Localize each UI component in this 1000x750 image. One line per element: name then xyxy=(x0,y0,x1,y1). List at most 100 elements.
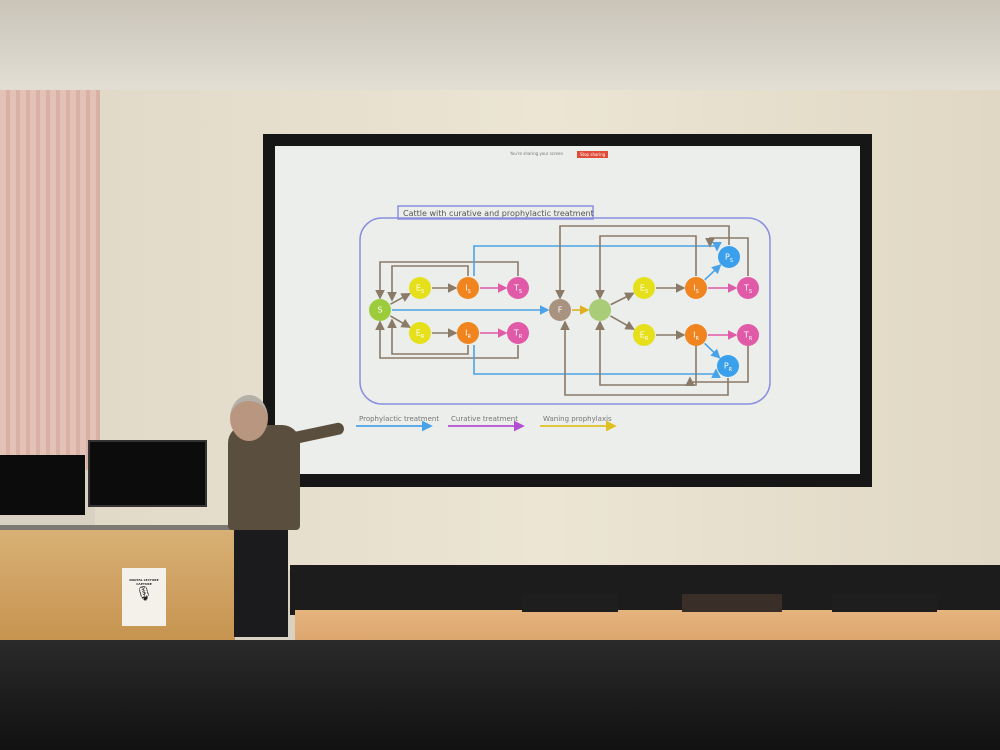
node-circle xyxy=(369,299,391,321)
legend: Prophylactic treatment Curative treatment… xyxy=(356,415,617,432)
node-label: TR xyxy=(743,331,753,342)
compartment-node: TR xyxy=(507,322,529,344)
node-circle xyxy=(409,277,431,299)
node-circle xyxy=(633,277,655,299)
node-label: ER xyxy=(640,331,649,342)
diagram-arrow xyxy=(610,315,635,330)
share-notice: You're sharing your screen xyxy=(510,151,564,156)
diagram-flow-path xyxy=(555,225,730,300)
node-circle xyxy=(718,246,740,268)
curtain xyxy=(0,90,100,470)
legend-label: Waning prophylaxis xyxy=(543,415,612,423)
diagram-flow-path xyxy=(595,320,697,386)
compartment-node: F xyxy=(549,299,571,321)
title-box xyxy=(397,205,594,220)
compartment-node: ER xyxy=(633,324,655,346)
diagram-flow-path xyxy=(595,235,697,300)
diagram-flow-path xyxy=(685,346,749,386)
node-label: PS xyxy=(725,253,733,264)
node-circle xyxy=(457,322,479,344)
foreground-desk xyxy=(0,640,1000,750)
slide-title: Cattle with curative and prophylactic tr… xyxy=(403,209,594,218)
node-circle xyxy=(685,324,707,346)
node-label: TS xyxy=(513,284,522,295)
node-label: PR xyxy=(724,362,733,373)
compartment-node: PS xyxy=(718,246,740,268)
stop-sharing-button[interactable]: Stop sharing xyxy=(577,151,609,158)
legend-label: Curative treatment xyxy=(451,415,518,423)
node-subscript: R xyxy=(421,334,425,340)
compartment-node: IR xyxy=(457,322,479,344)
compartment-node: IS xyxy=(685,277,707,299)
microphone-icon: 🎙 xyxy=(135,586,153,602)
diagram-arrow xyxy=(390,293,411,305)
model-boundary xyxy=(359,217,771,405)
node-subscript: S xyxy=(468,289,471,295)
diagram-edges xyxy=(375,225,749,396)
compartment-node: ER xyxy=(409,322,431,344)
monitor xyxy=(0,455,85,515)
node-subscript: S xyxy=(749,289,752,295)
node-subscript: S xyxy=(519,289,522,295)
node-circle xyxy=(549,299,571,321)
node-label: TR xyxy=(513,329,523,340)
node-circle xyxy=(685,277,707,299)
node-circle xyxy=(457,277,479,299)
node-circle xyxy=(507,277,529,299)
compartment-node: S xyxy=(369,299,391,321)
node-subscript: R xyxy=(519,334,523,340)
chair xyxy=(522,594,618,612)
legend-label: Prophylactic treatment xyxy=(359,415,439,423)
diagram-arrow xyxy=(704,264,722,281)
compartment-node: IR xyxy=(685,324,707,346)
node-circle xyxy=(589,299,611,321)
node-subscript: R xyxy=(729,367,733,373)
node-subscript: S xyxy=(645,289,648,295)
compartment-node: ES xyxy=(409,277,431,299)
node-subscript: S xyxy=(730,258,733,264)
node-label: F xyxy=(558,306,563,315)
node-circle xyxy=(717,355,739,377)
node-label: ER xyxy=(416,329,425,340)
chair xyxy=(682,594,782,612)
compartment-node: ES xyxy=(633,277,655,299)
chair xyxy=(832,594,937,612)
compartment-node xyxy=(589,299,611,321)
diagram-flow-path xyxy=(375,320,519,359)
presenter-legs xyxy=(234,525,288,637)
node-label: IR xyxy=(465,329,471,340)
node-subscript: R xyxy=(467,334,471,340)
node-label: IS xyxy=(465,284,471,295)
diagram-flow-path xyxy=(473,242,722,276)
node-circle xyxy=(409,322,431,344)
node-label: IR xyxy=(693,331,699,342)
node-circle xyxy=(737,324,759,346)
compartment-node: TS xyxy=(737,277,759,299)
node-label: ES xyxy=(640,284,648,295)
diagram-flow-path xyxy=(560,320,729,396)
presenter-head xyxy=(230,395,268,441)
node-label: S xyxy=(377,306,382,315)
node-label: ES xyxy=(416,284,424,295)
node-subscript: S xyxy=(696,289,699,295)
node-subscript: R xyxy=(695,336,699,342)
compartment-node: TS xyxy=(507,277,529,299)
node-circle xyxy=(507,322,529,344)
node-circle xyxy=(737,277,759,299)
lectern xyxy=(0,530,235,640)
diagram-flow-path xyxy=(387,318,469,355)
poster-text: DIGITAL LECTURE CAPTURE xyxy=(129,578,159,586)
node-circle xyxy=(633,324,655,346)
diagram-flow-path xyxy=(473,345,721,378)
diagram-flow-path xyxy=(387,265,469,302)
ceiling xyxy=(0,0,1000,95)
node-subscript: S xyxy=(421,289,424,295)
diagram-flow-path xyxy=(375,261,519,300)
compartment-node: PR xyxy=(717,355,739,377)
diagram-arrow xyxy=(390,315,411,328)
node-label: TS xyxy=(743,284,752,295)
presenter xyxy=(228,425,300,530)
monitor xyxy=(88,440,207,507)
